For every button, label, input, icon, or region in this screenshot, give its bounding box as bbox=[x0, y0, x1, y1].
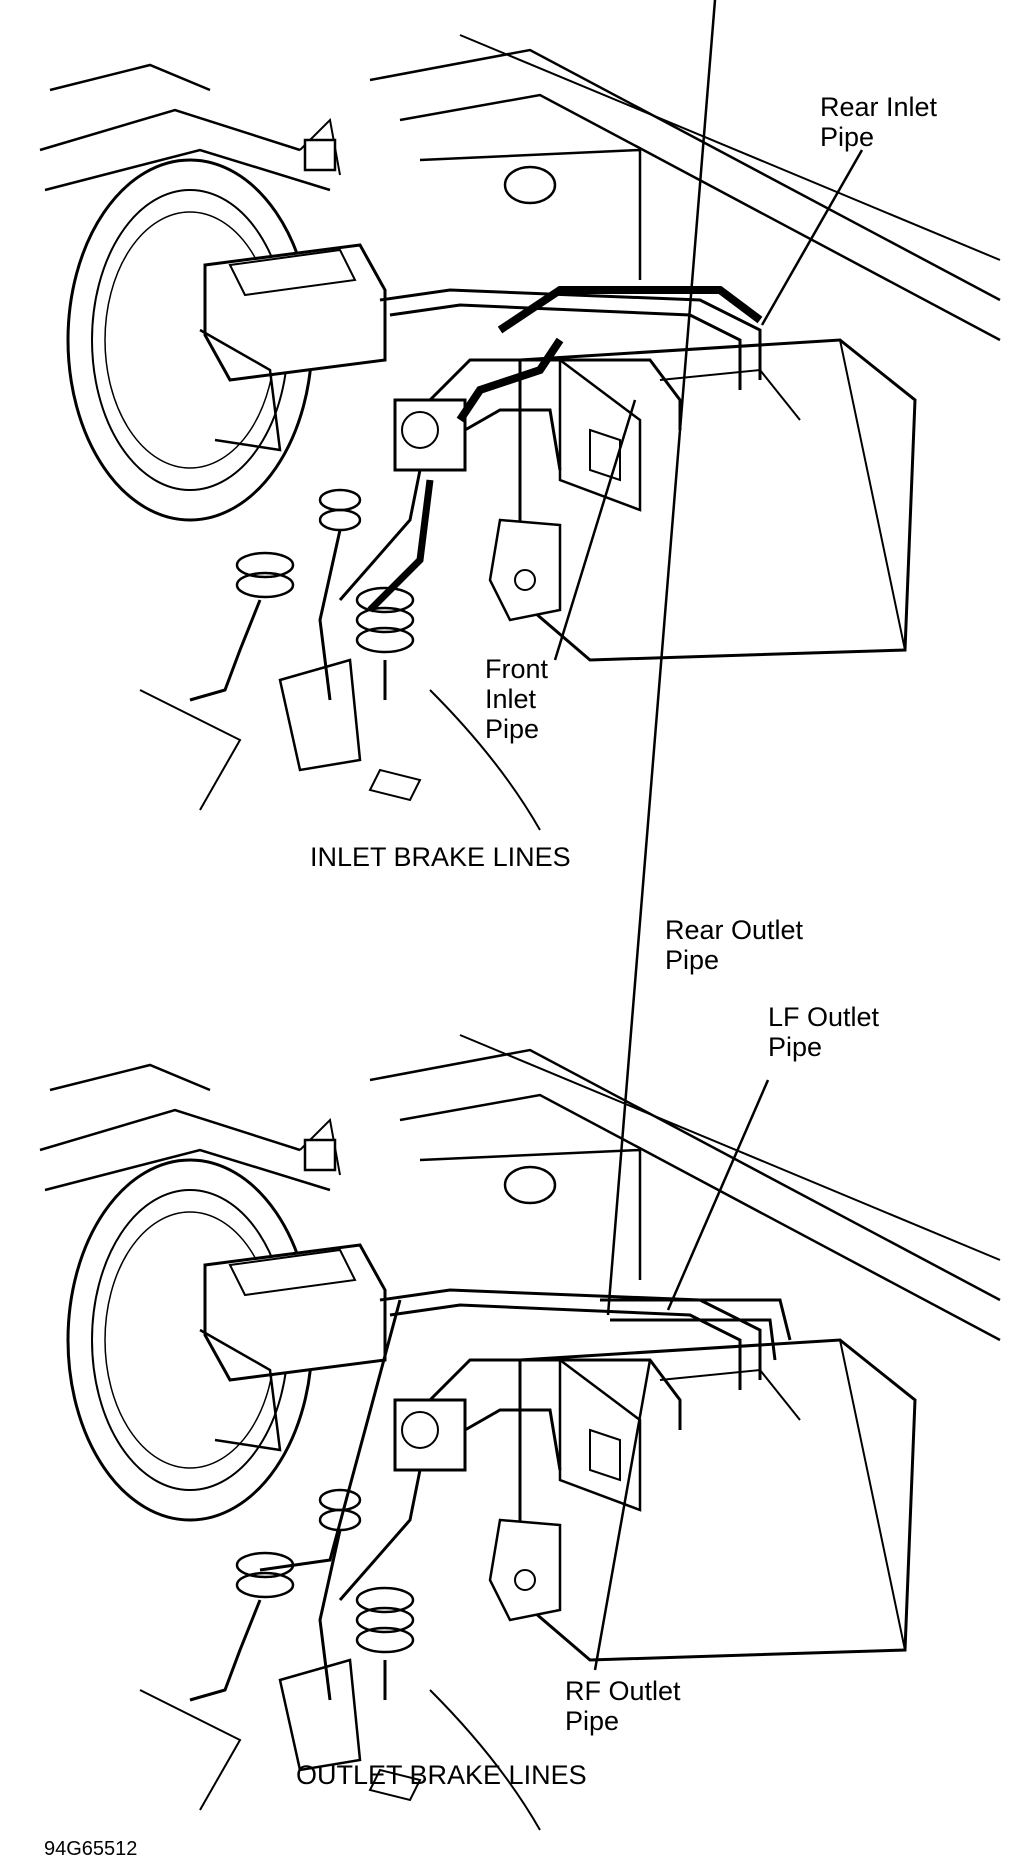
callout-lf-outlet-pipe: LF Outlet Pipe bbox=[768, 1002, 880, 1062]
inlet-brake-lines-drawing bbox=[38, 33, 1002, 832]
callout-rear-inlet-pipe: Rear Inlet Pipe bbox=[820, 92, 938, 152]
caption-outlet-brake-lines: OUTLET BRAKE LINES bbox=[296, 1760, 587, 1790]
figure-reference-code: 94G65512 bbox=[44, 1838, 138, 1860]
outlet-brake-lines-drawing bbox=[38, 1033, 1002, 1832]
callout-rear-outlet-pipe: Rear Outlet Pipe bbox=[665, 915, 804, 975]
leader-lf-outlet-pipe bbox=[666, 1079, 770, 1311]
leader-rear-inlet-pipe bbox=[760, 149, 864, 326]
leader-rear-outlet-pipe bbox=[606, 0, 717, 1316]
callout-front-inlet-pipe: Front Inlet Pipe bbox=[485, 654, 549, 744]
leader-rf-outlet-pipe bbox=[593, 1359, 652, 1671]
leader-front-inlet-pipe bbox=[553, 399, 637, 661]
caption-inlet-brake-lines: INLET BRAKE LINES bbox=[310, 842, 571, 872]
callout-rf-outlet-pipe: RF Outlet Pipe bbox=[565, 1676, 681, 1736]
